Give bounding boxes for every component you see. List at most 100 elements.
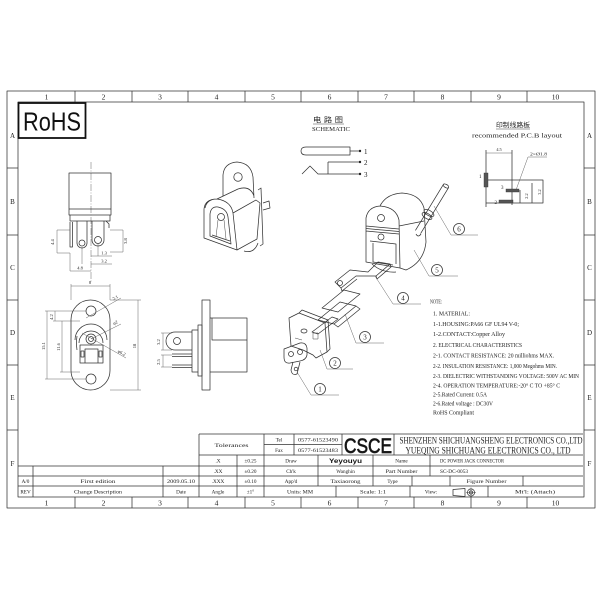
column-label: 4 bbox=[215, 499, 219, 508]
row-label: F bbox=[588, 460, 592, 468]
part-5-hole bbox=[377, 233, 385, 241]
revision-header-date: Date bbox=[176, 490, 186, 496]
part-5-hole bbox=[377, 214, 385, 222]
iso-center-pin-stem bbox=[215, 219, 227, 240]
right-view-body bbox=[165, 317, 248, 377]
front-view-dimension-lines bbox=[45, 297, 141, 391]
approve-value: Taxiaorong bbox=[331, 479, 361, 485]
callout-numbers: 6 5 4 3 2 1 bbox=[318, 226, 461, 394]
dim-label: 4.5 bbox=[496, 147, 501, 152]
part-2-slot bbox=[294, 332, 319, 341]
callout-6-circle bbox=[453, 223, 465, 235]
schematic-title-en: SCHEMATIC bbox=[312, 126, 350, 133]
part-number-value: SC-DC-0053 bbox=[440, 469, 468, 475]
dim-label: 3.2 bbox=[101, 259, 107, 264]
pcb-layout: 印制线路板 recommended P.C.B layout 1 3 2 4.5… bbox=[472, 120, 562, 207]
part-4-hole bbox=[337, 280, 343, 286]
row-label: A bbox=[587, 132, 592, 140]
side-view-dimension-labels: 4.4 3.8 1.3 3.2 4.8 bbox=[50, 237, 128, 270]
column-label: 10 bbox=[552, 499, 560, 508]
column-label: 2 bbox=[102, 499, 106, 508]
callout-markers bbox=[314, 223, 465, 395]
front-view: 8 15.1 4.2 11.6 18 2.1 φ2 φ6.2 bbox=[41, 280, 141, 391]
right-view-dimension-labels: 3.2 2.5 bbox=[156, 339, 161, 365]
units: Units: MM bbox=[287, 490, 313, 496]
iso-housing-outline bbox=[203, 161, 271, 252]
column-label: 3 bbox=[158, 499, 162, 508]
row-label: F bbox=[11, 460, 15, 468]
drawing-frame: 1 2 3 4 5 6 7 8 9 10 1 2 3 4 5 6 7 8 9 1… bbox=[6, 90, 596, 509]
projection-symbol-icon bbox=[452, 487, 476, 498]
projection-crosshair bbox=[466, 487, 476, 498]
company-name-line: SHENZHEN SHICHUANGSHENG ELECTRONICS CO.,… bbox=[400, 437, 583, 447]
side-view-dimension-lines bbox=[56, 229, 124, 272]
revision-block: A/0 First edition 2009.05.10 REV Change … bbox=[20, 479, 195, 496]
front-view-flange bbox=[70, 299, 111, 391]
company-logo: CSCE bbox=[344, 435, 392, 458]
part-1-hole bbox=[288, 351, 294, 357]
part-3-spring-contact bbox=[311, 289, 361, 335]
pin-dot bbox=[358, 149, 362, 153]
column-label: 1 bbox=[45, 499, 49, 508]
name-label: Name bbox=[395, 459, 408, 465]
material: Mt'l: (Attach) bbox=[515, 489, 555, 496]
right-view-terminal-hole bbox=[173, 337, 181, 345]
projection-cone bbox=[452, 488, 466, 497]
column-label: 5 bbox=[271, 499, 275, 508]
tolerances-label: Tolerances bbox=[215, 443, 249, 449]
revision-id: A/0 bbox=[22, 479, 30, 485]
schematic: 电 路 图 SCHEMATIC 1 2 3 bbox=[300, 115, 368, 179]
title-block-grid bbox=[18, 433, 583, 497]
pcb-layout-dimension-lines bbox=[486, 152, 547, 191]
callout-1-number: 1 bbox=[318, 386, 322, 394]
dim-label: 2.2 bbox=[524, 193, 529, 198]
terminal-hole bbox=[94, 236, 102, 244]
part-number-label: Part Number bbox=[386, 469, 418, 475]
revision-date: 2009.05.10 bbox=[167, 479, 195, 485]
dim-label: 4.4 bbox=[50, 238, 55, 244]
revision-header-rev: REV bbox=[20, 490, 31, 496]
pad-2 bbox=[498, 199, 514, 204]
isometric-view bbox=[203, 161, 271, 252]
part-1-hole bbox=[293, 366, 299, 372]
front-view-top-dimension bbox=[70, 284, 111, 300]
dim-label: 8 bbox=[89, 280, 92, 285]
front-view-dimension-labels: 15.1 4.2 11.6 18 2.1 φ2 φ6.2 bbox=[41, 294, 137, 357]
front-view-socket bbox=[74, 323, 108, 364]
pin-dot bbox=[358, 172, 362, 176]
pin-dot bbox=[358, 160, 362, 164]
note-line: 2-1. CONTACT RESISTANCE: 20 milliohms MA… bbox=[433, 353, 554, 360]
title-block: Tolerances Tel Fax 0577-61523490 0577-61… bbox=[18, 433, 583, 498]
note-line: 2-3. DIELECTRIC WITHSTANDING VOLTAGE: 50… bbox=[433, 373, 579, 380]
figure-number-label: Figure Number bbox=[467, 479, 507, 485]
column-label: 6 bbox=[328, 499, 332, 508]
name-value: DC POWER JACK CONNECTOR bbox=[440, 459, 504, 465]
pcb-layout-labels: 1 3 2 4.5 2×Ø1.8 2.2 3.2 bbox=[479, 147, 547, 206]
callout-3-circle bbox=[359, 331, 371, 343]
dim-label: 2.1 bbox=[112, 294, 119, 301]
callout-2-number: 2 bbox=[333, 360, 337, 368]
exploded-view: 6 5 4 3 2 1 bbox=[283, 183, 478, 396]
draw-label: Draw bbox=[285, 459, 297, 465]
column-label: 2 bbox=[102, 93, 106, 102]
center-pin-inner bbox=[88, 336, 94, 342]
note-line: RoHS Compliant bbox=[433, 410, 474, 417]
tolerance-precision: .XX bbox=[214, 469, 223, 475]
check-value: Wanghin bbox=[336, 469, 355, 475]
part-info-values: DC POWER JACK CONNECTOR SC-DC-0053 bbox=[440, 459, 504, 476]
column-label: 5 bbox=[271, 93, 275, 102]
note-line: 2. ELECTRICAL CHARACTERISTICS bbox=[433, 342, 522, 349]
dim-label: 4.8 bbox=[77, 266, 83, 271]
note-line: 2-4. OPERATION TEMPERATURE:-20° C TO +85… bbox=[433, 383, 560, 390]
callout-3-number: 3 bbox=[363, 334, 367, 342]
column-label: 8 bbox=[441, 93, 445, 102]
column-label: 1 bbox=[45, 93, 49, 102]
tolerance-precision: .XXX bbox=[212, 479, 225, 485]
pad-3 bbox=[505, 188, 520, 193]
title-block-text: Tolerances Tel Fax 0577-61523490 0577-61… bbox=[212, 438, 556, 496]
iso-mounting-hole bbox=[233, 172, 243, 182]
column-labels-top: 1 2 3 4 5 6 7 8 9 10 bbox=[45, 93, 560, 102]
column-label: 7 bbox=[384, 93, 388, 102]
dim-label: 15.1 bbox=[41, 342, 46, 350]
